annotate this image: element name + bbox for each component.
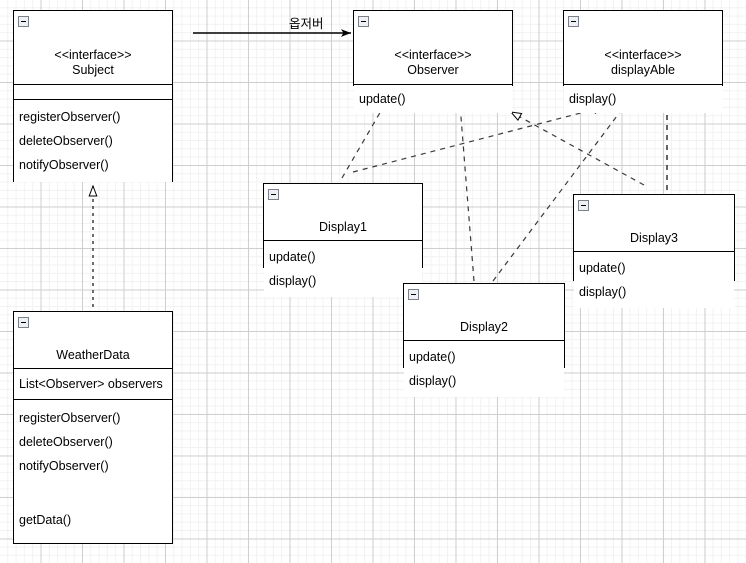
attribute-item: List<Observer> observers: [19, 377, 163, 391]
operation-item: update(): [409, 350, 456, 364]
operation-item: registerObserver(): [19, 110, 121, 124]
operations-compartment-weatherdata: registerObserver() deleteObserver() noti…: [14, 400, 172, 536]
class-box-displayable[interactable]: <<interface>> displayAble display(): [563, 10, 723, 113]
operation-item: registerObserver(): [19, 411, 121, 425]
class-title-weatherdata: WeatherData: [56, 348, 130, 362]
operations-compartment-display1: update() display(): [264, 241, 422, 297]
operations-compartment-displayable: display(): [564, 85, 722, 113]
class-header-displayable: <<interface>> displayAble: [564, 11, 722, 85]
class-box-display2[interactable]: Display2 update() display(): [403, 283, 565, 397]
class-box-weatherdata[interactable]: WeatherData List<Observer> observers reg…: [13, 311, 173, 544]
minus-icon[interactable]: [568, 16, 579, 27]
class-header-display3: Display3: [574, 195, 734, 252]
class-header-weatherdata: WeatherData: [14, 312, 172, 369]
class-box-observer[interactable]: <<interface>> Observer update(): [353, 10, 513, 113]
operations-compartment-display3: update() display(): [574, 252, 734, 308]
operation-item: deleteObserver(): [19, 435, 113, 449]
connector-display3-observer: [509, 111, 645, 186]
connector-display1-displayable: [352, 105, 606, 173]
minus-icon[interactable]: [18, 317, 29, 328]
operation-spacer: [14, 478, 172, 502]
operation-item: display(): [569, 92, 617, 106]
class-header-display1: Display1: [264, 184, 422, 241]
operation-item: deleteObserver(): [19, 134, 113, 148]
operation-item: display(): [579, 285, 627, 299]
class-header-subject: <<interface>> Subject: [14, 11, 172, 85]
association-label-observer: 옵저버: [289, 17, 324, 31]
class-header-display2: Display2: [404, 284, 564, 341]
operation-item: display(): [409, 374, 457, 388]
operation-item: display(): [269, 274, 317, 288]
minus-icon[interactable]: [268, 189, 279, 200]
operation-item: notifyObserver(): [19, 459, 109, 473]
minus-icon[interactable]: [18, 16, 29, 27]
class-box-display1[interactable]: Display1 update() display(): [263, 183, 423, 297]
attributes-compartment-weatherdata: List<Observer> observers: [14, 369, 172, 400]
class-title-subject: <<interface>> Subject: [54, 48, 132, 77]
class-box-subject[interactable]: <<interface>> Subject registerObserver()…: [13, 10, 173, 182]
class-title-display1: Display1: [319, 220, 367, 234]
class-box-display3[interactable]: Display3 update() display(): [573, 194, 735, 308]
minus-icon[interactable]: [358, 16, 369, 27]
operation-item: update(): [579, 261, 626, 275]
class-title-display2: Display2: [460, 320, 508, 334]
class-header-observer: <<interface>> Observer: [354, 11, 512, 85]
operation-item: update(): [269, 250, 316, 264]
class-title-observer: <<interface>> Observer: [394, 48, 472, 77]
connector-display2-observer: [455, 90, 475, 282]
minus-icon[interactable]: [578, 200, 589, 211]
class-title-displayable: <<interface>> displayAble: [604, 48, 682, 77]
operations-compartment-observer: update(): [354, 85, 512, 113]
operation-item: update(): [359, 92, 406, 106]
attributes-compartment-subject: [14, 85, 172, 100]
operations-compartment-display2: update() display(): [404, 341, 564, 397]
operation-item: getData(): [19, 513, 72, 527]
minus-icon[interactable]: [408, 289, 419, 300]
class-title-display3: Display3: [630, 231, 678, 245]
operations-compartment-subject: registerObserver() deleteObserver() noti…: [14, 100, 172, 182]
operation-item: notifyObserver(): [19, 158, 109, 172]
